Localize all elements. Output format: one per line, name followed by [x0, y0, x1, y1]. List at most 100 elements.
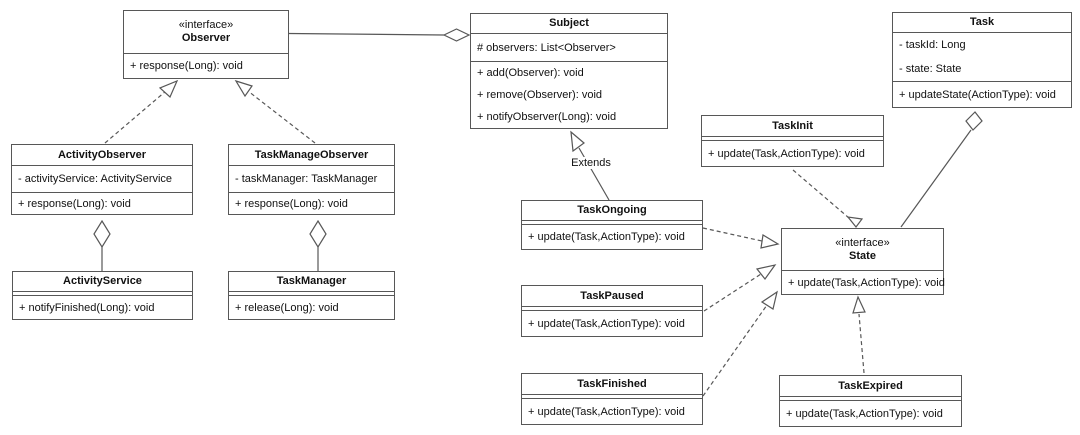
class-box-task-expired[interactable]: TaskExpired + update(Task,ActionType): v…: [779, 375, 962, 427]
method-label: + response(Long): void: [130, 60, 243, 72]
class-box-activity-service[interactable]: ActivityService + notifyFinished(Long): …: [12, 271, 193, 320]
class-name: Observer: [181, 32, 231, 44]
class-title: ActivityService: [13, 272, 192, 291]
class-title: ActivityObserver: [12, 145, 192, 165]
attributes-compartment: - taskId: Long - state: State: [893, 32, 1071, 81]
methods-compartment: + update(Task,ActionType): void: [522, 398, 702, 424]
methods-compartment: + updateState(ActionType): void: [893, 81, 1071, 107]
class-title: TaskOngoing: [522, 201, 702, 220]
realization-taskinit-state[interactable]: [792, 169, 864, 228]
edge-label-extends: Extends: [563, 157, 619, 169]
attributes-compartment-empty: [522, 220, 702, 224]
methods-compartment: + response(Long): void: [12, 192, 192, 214]
attributes-compartment: # observers: List<Observer>: [471, 33, 667, 61]
method-label: + response(Long): void: [18, 197, 131, 210]
class-box-task-ongoing[interactable]: TaskOngoing + update(Task,ActionType): v…: [521, 200, 703, 250]
aggregation-diamond-icon: [965, 111, 983, 131]
aggregation-state-task[interactable]: [900, 111, 983, 228]
realization-triangle-icon: [760, 290, 778, 310]
realization-triangle-icon: [846, 216, 864, 228]
class-box-observer[interactable]: «interface» Observer + response(Long): v…: [123, 10, 289, 79]
attribute-label: - taskManager: TaskManager: [235, 173, 378, 185]
aggregation-diamond-icon: [309, 219, 327, 249]
class-title: TaskFinished: [522, 374, 702, 394]
methods-compartment: + update(Task,ActionType): void: [522, 224, 702, 249]
method-label: + notifyObserver(Long): void: [477, 111, 617, 123]
class-name: TaskExpired: [838, 379, 903, 392]
attribute-label: - taskId: Long: [899, 39, 966, 51]
class-name: Subject: [549, 17, 589, 29]
methods-compartment: + update(Task,ActionType): void: [702, 140, 883, 166]
class-name: TaskPaused: [580, 289, 644, 302]
class-box-task-manager[interactable]: TaskManager + release(Long): void: [228, 271, 395, 320]
methods-compartment: + update(Task,ActionType): void: [780, 400, 961, 426]
class-name: TaskManager: [276, 275, 347, 287]
realization-triangle-icon: [234, 79, 253, 98]
class-box-activity-observer[interactable]: ActivityObserver - activityService: Acti…: [11, 144, 193, 215]
method-label: + update(Task,ActionType): void: [528, 317, 685, 330]
class-box-subject[interactable]: Subject # observers: List<Observer> + ad…: [470, 13, 668, 129]
class-name: TaskManageObserver: [254, 148, 369, 161]
generalization-triangle-icon: [570, 130, 585, 153]
attribute-label: - activityService: ActivityService: [18, 173, 173, 185]
aggregation-observer-subject[interactable]: [288, 28, 471, 42]
attributes-compartment-empty: [522, 306, 702, 310]
realization-activityobserver-observer[interactable]: [104, 79, 179, 144]
realization-triangle-icon: [158, 79, 179, 99]
method-label: + update(Task,ActionType): void: [528, 231, 685, 243]
attributes-compartment-empty: [229, 291, 394, 295]
method-label: + add(Observer): void: [477, 67, 584, 79]
method-label: + notifyFinished(Long): void: [19, 301, 155, 314]
class-title: «interface» State: [782, 229, 943, 270]
method-label: + update(Task,ActionType): void: [788, 276, 945, 289]
attributes-compartment: - taskManager: TaskManager: [229, 165, 394, 192]
class-name: TaskInit: [772, 119, 813, 132]
class-title: TaskInit: [702, 116, 883, 136]
class-name: ActivityObserver: [57, 148, 147, 161]
class-title: Task: [893, 13, 1071, 32]
realization-taskpaused-state[interactable]: [703, 264, 777, 312]
method-label: + response(Long): void: [235, 197, 348, 210]
class-title: Subject: [471, 14, 667, 33]
class-title: TaskManager: [229, 272, 394, 291]
class-name: State: [849, 249, 876, 262]
method-label: + remove(Observer): void: [477, 89, 603, 101]
methods-compartment: + release(Long): void: [229, 295, 394, 319]
class-title: TaskPaused: [522, 286, 702, 306]
aggregation-taskmanager-taskmanageobserver[interactable]: [309, 219, 327, 271]
aggregation-diamond-icon: [442, 28, 471, 42]
generalization-taskongoing-subject[interactable]: [570, 130, 610, 201]
class-box-task-init[interactable]: TaskInit + update(Task,ActionType): void: [701, 115, 884, 167]
attributes-compartment: - activityService: ActivityService: [12, 165, 192, 192]
method-label: + update(Task,ActionType): void: [528, 405, 685, 418]
method-label: + update(Task,ActionType): void: [786, 407, 943, 420]
class-box-task-manage-observer[interactable]: TaskManageObserver - taskManager: TaskMa…: [228, 144, 395, 215]
realization-triangle-icon: [755, 264, 777, 280]
class-box-task-finished[interactable]: TaskFinished + update(Task,ActionType): …: [521, 373, 703, 425]
class-box-task[interactable]: Task - taskId: Long - state: State + upd…: [892, 12, 1072, 108]
class-box-state[interactable]: «interface» State + update(Task,ActionTy…: [781, 228, 945, 295]
realization-taskmanageobserver-observer[interactable]: [234, 79, 316, 144]
aggregation-diamond-icon: [93, 219, 111, 249]
realization-taskfinished-state[interactable]: [702, 290, 778, 397]
attribute-label: # observers: List<Observer>: [477, 41, 616, 54]
class-name: Task: [969, 16, 995, 28]
attributes-compartment-empty: [13, 291, 192, 295]
aggregation-activityservice-activityobserver[interactable]: [93, 219, 111, 271]
attributes-compartment-empty: [702, 136, 883, 140]
method-label: + release(Long): void: [235, 301, 339, 314]
class-name: TaskOngoing: [577, 204, 647, 216]
realization-taskongoing-state[interactable]: [702, 227, 780, 249]
realization-taskexpired-state[interactable]: [852, 295, 866, 374]
stereotype-label: «interface»: [835, 236, 890, 249]
attributes-compartment-empty: [522, 394, 702, 398]
methods-compartment: + add(Observer): void + remove(Observer)…: [471, 61, 667, 128]
class-box-task-paused[interactable]: TaskPaused + update(Task,ActionType): vo…: [521, 285, 703, 337]
stereotype-label: «interface»: [178, 19, 234, 31]
attribute-label: - state: State: [899, 63, 962, 75]
class-title: «interface» Observer: [124, 11, 288, 53]
class-name: ActivityService: [63, 275, 142, 287]
realization-triangle-icon: [760, 234, 780, 249]
class-title: TaskExpired: [780, 376, 961, 396]
